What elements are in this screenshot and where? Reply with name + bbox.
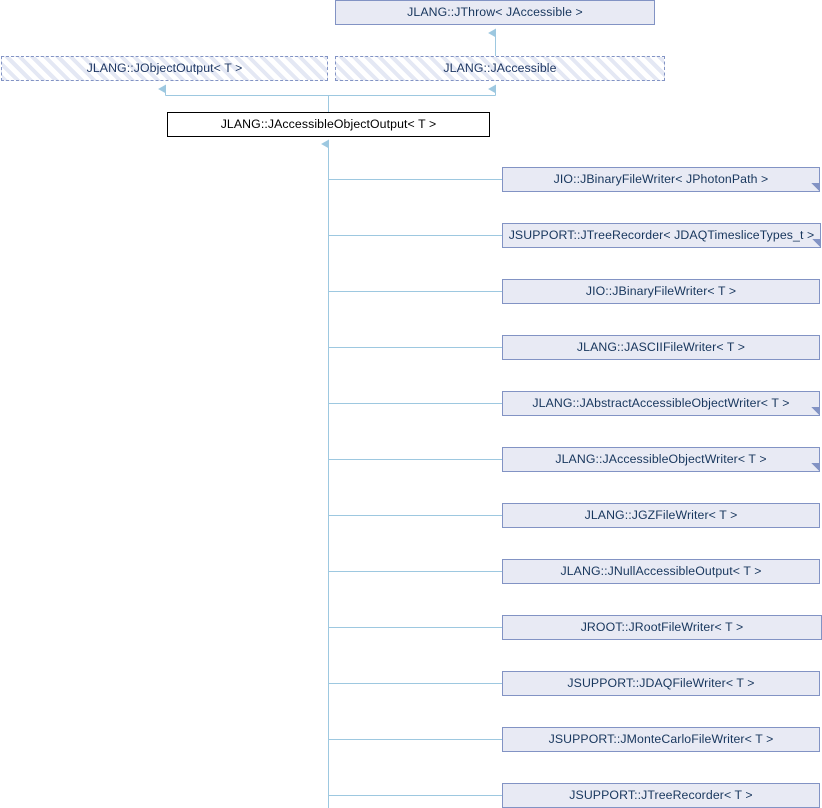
class-node-label: JLANG::JNullAccessibleOutput< T > <box>560 564 762 579</box>
class-node-label: JIO::JBinaryFileWriter< JPhotonPath > <box>553 172 769 187</box>
class-node-jio-jbinaryfilewriter-jphotonpath[interactable]: JIO::JBinaryFileWriter< JPhotonPath > <box>502 167 820 192</box>
class-node-jlang-jnullaccessibleoutput[interactable]: JLANG::JNullAccessibleOutput< T > <box>502 559 820 584</box>
folded-corner-icon <box>812 239 821 248</box>
class-node-jaccessible[interactable]: JLANG::JAccessible <box>335 56 665 81</box>
class-node-jroot-jrootfilewriter[interactable]: JROOT::JRootFileWriter< T > <box>502 615 822 640</box>
folded-corner-icon <box>811 183 820 192</box>
class-node-label: JLANG::JAccessibleObjectWriter< T > <box>555 452 767 467</box>
class-node-jsupport-jtreerecorder[interactable]: JSUPPORT::JTreeRecorder< T > <box>502 783 820 808</box>
class-node-label: JSUPPORT::JTreeRecorder< T > <box>569 788 753 803</box>
class-node-label: JLANG::JThrow< JAccessible > <box>407 5 583 20</box>
class-node-jobjectoutput[interactable]: JLANG::JObjectOutput< T > <box>1 56 328 81</box>
class-node-label: JLANG::JObjectOutput< T > <box>86 61 243 76</box>
class-node-jlang-jgzfilewriter[interactable]: JLANG::JGZFileWriter< T > <box>502 503 820 528</box>
class-node-label: JIO::JBinaryFileWriter< T > <box>585 284 737 299</box>
class-node-jsupport-jtreerecorder-jdaqtimeslicetypes[interactable]: JSUPPORT::JTreeRecorder< JDAQTimesliceTy… <box>502 223 821 248</box>
class-node-label: JSUPPORT::JTreeRecorder< JDAQTimesliceTy… <box>508 228 815 243</box>
class-node-label: JLANG::JASCIIFileWriter< T > <box>576 340 746 355</box>
class-node-label: JLANG::JGZFileWriter< T > <box>584 508 738 523</box>
class-node-jlang-jaccessibleobjectwriter[interactable]: JLANG::JAccessibleObjectWriter< T > <box>502 447 820 472</box>
class-node-label: JSUPPORT::JDAQFileWriter< T > <box>567 676 755 691</box>
class-node-jthrow[interactable]: JLANG::JThrow< JAccessible > <box>335 0 655 25</box>
class-node-jaccessibleobjectoutput: JLANG::JAccessibleObjectOutput< T > <box>167 112 490 137</box>
class-node-label: JROOT::JRootFileWriter< T > <box>580 620 744 635</box>
class-node-jsupport-jmontecarlofilewriter[interactable]: JSUPPORT::JMonteCarloFileWriter< T > <box>502 727 820 752</box>
class-node-label: JLANG::JAccessible <box>443 61 557 76</box>
folded-corner-icon <box>811 407 820 416</box>
class-node-jio-jbinaryfilewriter[interactable]: JIO::JBinaryFileWriter< T > <box>502 279 820 304</box>
class-node-jlang-jabstractaccessibleobjectwriter[interactable]: JLANG::JAbstractAccessibleObjectWriter< … <box>502 391 820 416</box>
class-node-label: JLANG::JAccessibleObjectOutput< T > <box>220 117 437 132</box>
folded-corner-icon <box>811 463 820 472</box>
class-node-jsupport-jdaqfilewriter[interactable]: JSUPPORT::JDAQFileWriter< T > <box>502 671 820 696</box>
class-node-label: JSUPPORT::JMonteCarloFileWriter< T > <box>548 732 774 747</box>
class-node-jlang-jasciifilewriter[interactable]: JLANG::JASCIIFileWriter< T > <box>502 335 820 360</box>
class-node-label: JLANG::JAbstractAccessibleObjectWriter< … <box>532 396 790 411</box>
